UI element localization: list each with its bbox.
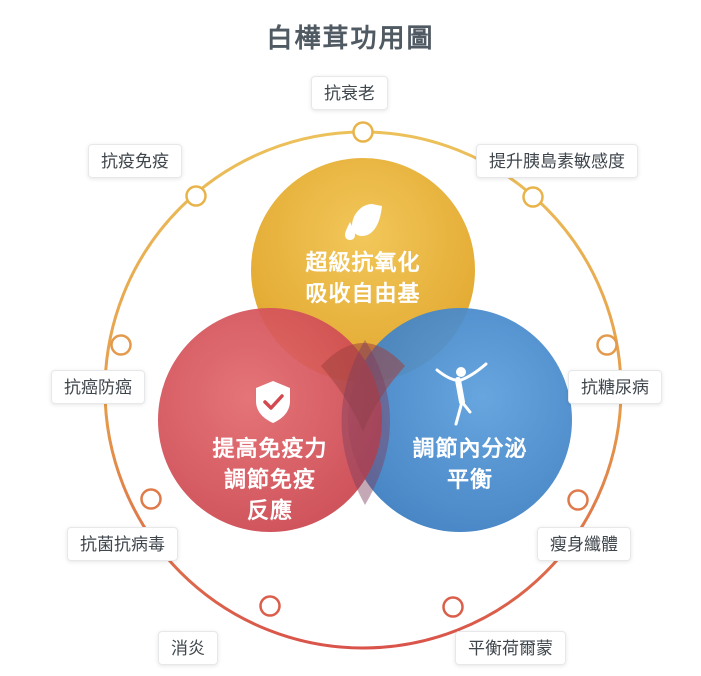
label-anti-inflammatory: 消炎	[158, 631, 218, 665]
antioxidant-text: 超級抗氧化 吸收自由基	[263, 248, 463, 310]
label-anti-aging: 抗衰老	[311, 76, 388, 110]
node-insulin	[522, 186, 544, 208]
node-anti-diabetes	[596, 334, 618, 356]
node-anti-aging	[352, 121, 374, 143]
immunity-line2: 調節免疫	[223, 468, 316, 493]
antioxidant-line2: 吸收自由基	[305, 282, 421, 307]
label-antibacterial: 抗菌抗病毒	[67, 527, 178, 561]
overlap-center	[321, 343, 405, 432]
endocrine-text: 調節內分泌 平衡	[385, 434, 555, 496]
shield-check-icon	[256, 381, 290, 423]
circle-endocrine	[348, 308, 572, 532]
label-anti-cancer: 抗癌防癌	[51, 370, 145, 404]
ring-nodes	[110, 121, 618, 618]
label-anti-epidemic: 抗疫免疫	[88, 144, 182, 178]
overlap-red-blue	[341, 340, 390, 505]
immunity-line1: 提高免疫力	[212, 437, 328, 462]
diagram-title: 白樺茸功用圖	[266, 24, 435, 54]
label-hormone: 平衡荷爾蒙	[455, 631, 566, 665]
node-hormone	[442, 596, 464, 618]
label-slimming: 瘦身纖體	[537, 527, 631, 561]
immunity-line3: 反應	[246, 499, 293, 524]
node-anti-cancer	[110, 334, 132, 356]
label-insulin: 提升胰島素敏感度	[476, 144, 638, 178]
leaf-drop-icon	[345, 204, 382, 240]
label-anti-diabetes: 抗糖尿病	[568, 370, 662, 404]
node-anti-inflammatory	[259, 595, 281, 617]
node-anti-epidemic	[185, 185, 207, 207]
antioxidant-line1: 超級抗氧化	[305, 251, 421, 276]
node-slimming	[567, 489, 589, 511]
dancer-icon	[435, 362, 488, 426]
endocrine-line1: 調節內分泌	[412, 437, 528, 462]
immunity-text: 提高免疫力 調節免疫 反應	[165, 434, 375, 527]
endocrine-line2: 平衡	[446, 468, 493, 493]
node-antibacterial	[140, 488, 162, 510]
